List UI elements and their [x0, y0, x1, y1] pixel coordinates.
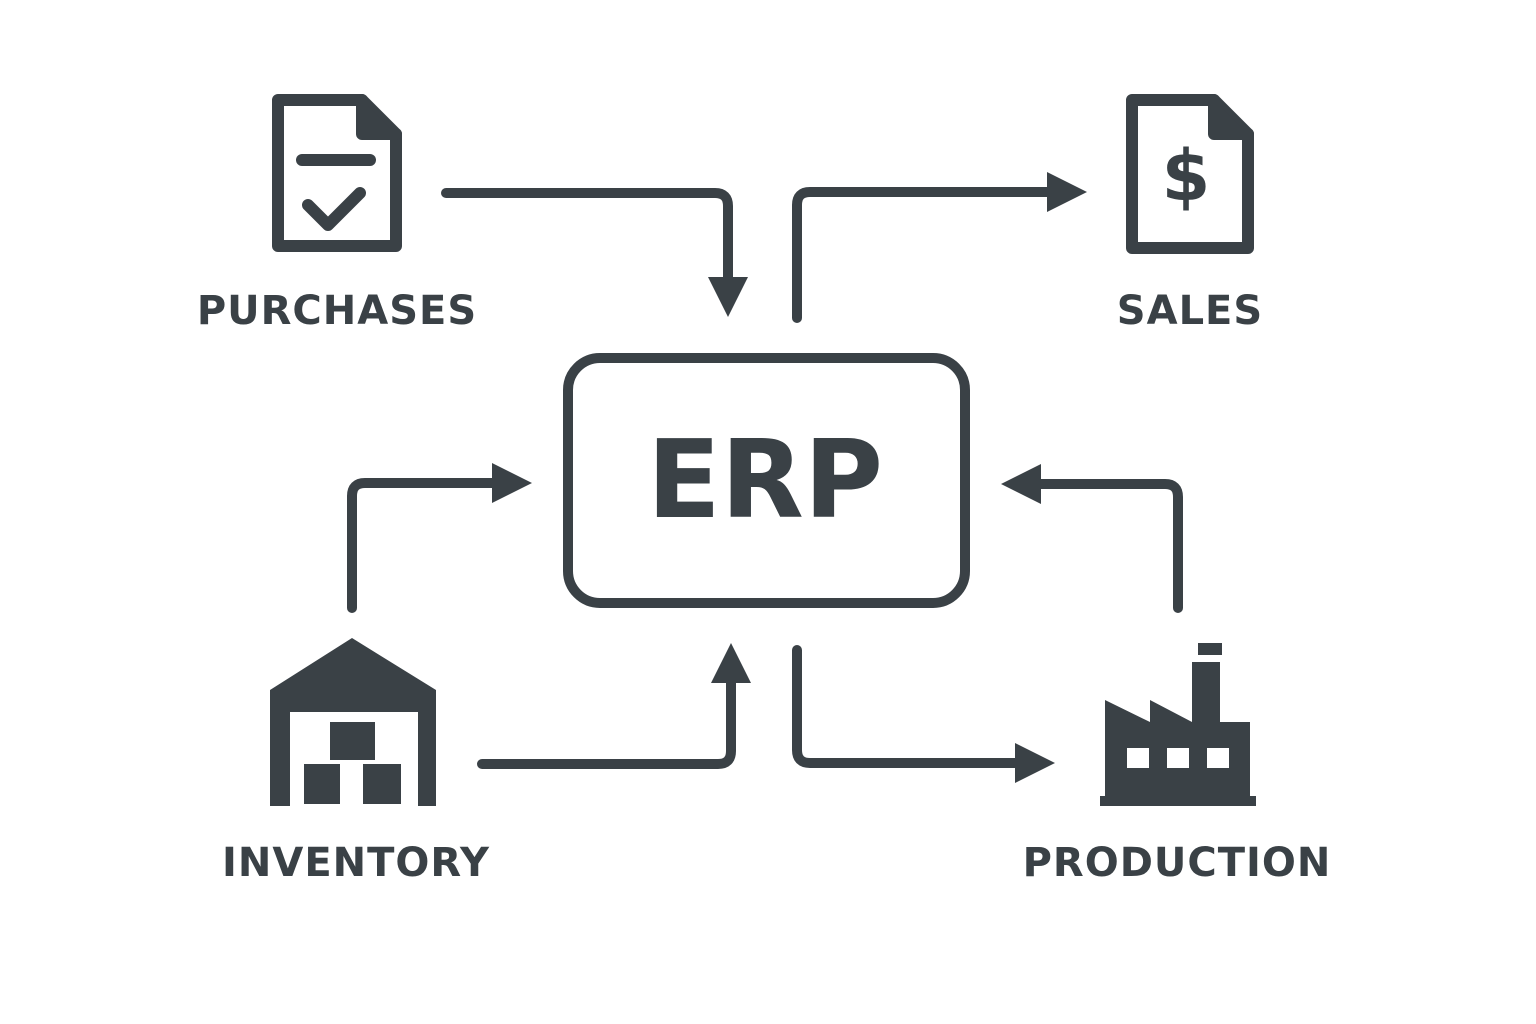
purchases-label: PURCHASES [196, 288, 478, 334]
arrow-production-to-erp [1001, 464, 1183, 613]
arrow-erp-to-sales [792, 172, 1087, 323]
document-dollar-icon: $ [1126, 94, 1254, 254]
warehouse-icon [270, 638, 436, 806]
arrow-inventory-from-warehouse [477, 643, 751, 769]
production-label: PRODUCTION [1022, 840, 1332, 886]
document-check-icon [272, 94, 402, 252]
erp-box [563, 353, 970, 608]
arrow-erp-to-production [792, 645, 1055, 783]
factory-icon [1100, 643, 1256, 806]
arrow-purchases-to-erp [441, 188, 748, 317]
arrow-inventory-to-erp [347, 463, 532, 613]
inventory-label: INVENTORY [222, 840, 490, 886]
erp-label: ERP [646, 417, 884, 543]
svg-text:$: $ [1162, 135, 1211, 217]
sales-label: SALES [1116, 288, 1264, 334]
